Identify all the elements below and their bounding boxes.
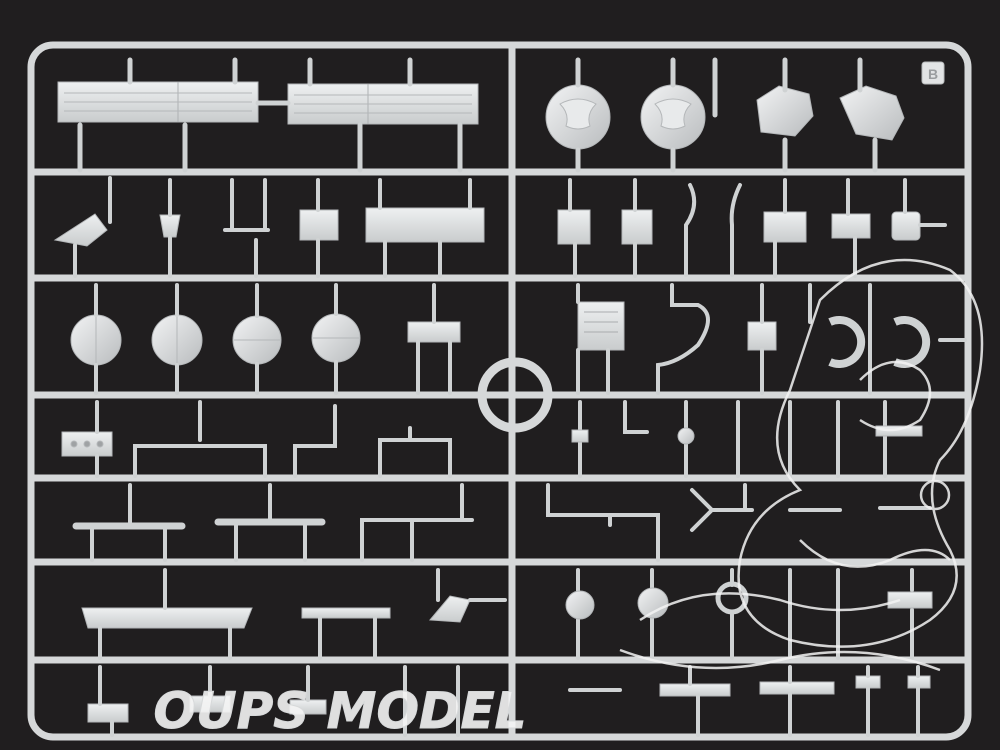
sprue-letter: B	[928, 66, 938, 82]
parts-row-1	[57, 57, 905, 173]
parts-row-2	[53, 176, 947, 278]
sprue-center-ring	[477, 357, 553, 433]
sprue-frame	[27, 41, 972, 741]
parts-row-7	[87, 665, 931, 737]
watermark-text: OUPS MODEL	[154, 682, 527, 740]
watermark-mascot	[619, 258, 984, 672]
parts-row-3	[70, 283, 967, 395]
sprue-letter-tab: B	[921, 61, 945, 85]
parts-row-4	[61, 400, 923, 478]
parts-row-6	[81, 568, 933, 660]
parts-row-5	[72, 483, 932, 562]
